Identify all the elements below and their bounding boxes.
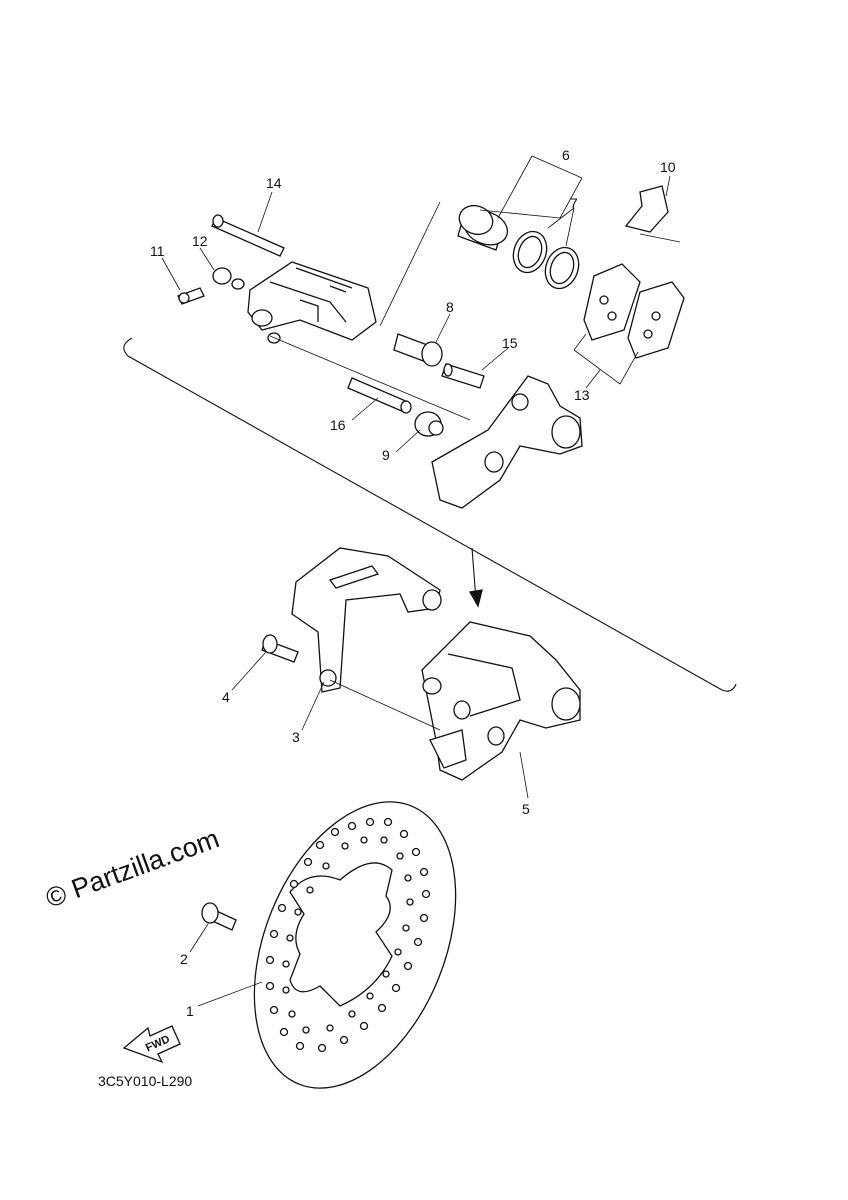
pad-spring — [624, 185, 669, 233]
callout-13: 13 — [574, 387, 590, 403]
callout-labels: 1 2 3 4 5 6 7 8 9 10 11 12 13 14 15 16 — [150, 147, 676, 1019]
callout-14: 14 — [266, 175, 282, 191]
caliper-assembly — [421, 621, 581, 781]
caliper-mounting-plate — [291, 547, 442, 693]
alignment-line — [329, 679, 441, 731]
brake-pad-kit — [583, 263, 685, 359]
callout-2: 2 — [180, 951, 188, 967]
callout-11: 11 — [150, 243, 165, 259]
piston — [457, 204, 509, 251]
caliper-bracket-exploded — [431, 375, 583, 509]
forward-direction-arrow: FWD — [122, 1025, 181, 1064]
caliper-detail-boundary — [123, 337, 737, 692]
callout-1: 1 — [186, 1003, 194, 1019]
callout-16: 16 — [330, 417, 346, 433]
bleed-cap — [212, 267, 245, 290]
disc-bolt — [201, 902, 237, 931]
callout-15: 15 — [502, 335, 518, 351]
callout-3: 3 — [292, 729, 300, 745]
callout-10: 10 — [660, 159, 676, 175]
brake-disc — [253, 801, 457, 1089]
piston-seal-set — [512, 230, 580, 290]
diagram-code: 3C5Y010-L290 — [98, 1073, 192, 1089]
bleed-screw — [177, 287, 205, 305]
disc-ventilation-holes — [265, 817, 431, 1053]
caliper-pin — [211, 214, 285, 257]
callout-7: 7 — [570, 195, 578, 211]
callout-9: 9 — [382, 447, 390, 463]
slide-pin-boot — [414, 411, 444, 437]
leader-lines — [161, 155, 681, 1007]
slide-pin — [347, 377, 412, 414]
callout-12: 12 — [192, 233, 208, 249]
plate-bolt — [261, 634, 299, 663]
slide-pin-bolt — [393, 333, 443, 367]
callout-6: 6 — [562, 147, 570, 163]
partzilla-watermark: © Partzilla.com — [42, 823, 223, 913]
bracket-pin — [441, 363, 485, 389]
caliper-body-exploded — [247, 261, 377, 344]
callout-5: 5 — [522, 801, 530, 817]
assembly-arrow-head — [468, 589, 483, 608]
callout-4: 4 — [222, 689, 230, 705]
callout-8: 8 — [446, 299, 454, 315]
